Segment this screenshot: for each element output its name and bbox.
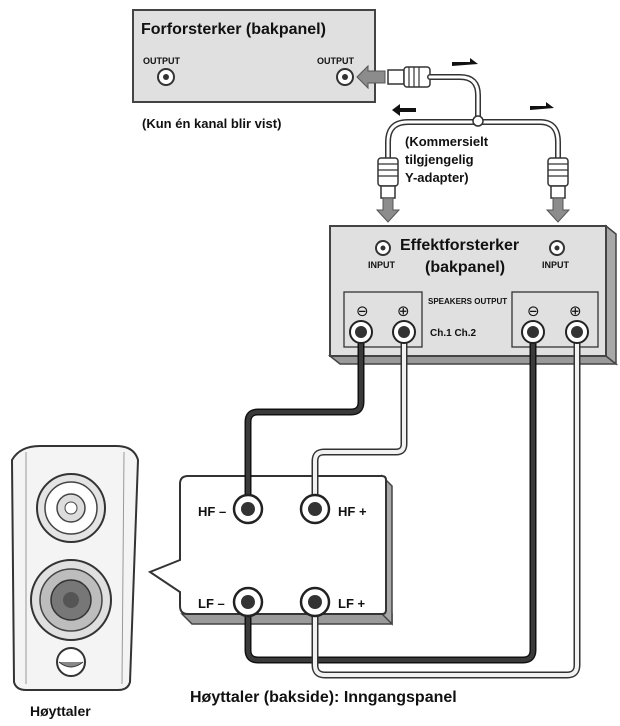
amp-input-right-label: INPUT xyxy=(542,260,570,270)
speakers-output-ch2-box xyxy=(511,291,599,348)
y-adapter-right-plug xyxy=(547,157,569,199)
ch1-plus-terminal xyxy=(392,320,416,344)
preamp-output-right-label: OUTPUT xyxy=(317,56,355,66)
ch1-minus-terminal xyxy=(349,320,373,344)
speakers-output-ch1-box xyxy=(343,291,423,348)
preamp-panel: Forforsterker (bakpanel) OUTPUT OUTPUT xyxy=(132,9,386,103)
speaker-cables xyxy=(244,332,581,679)
channels-label: Ch.1 Ch.2 xyxy=(430,328,477,339)
ch2-plus-terminal xyxy=(565,320,589,344)
hf-minus-terminal xyxy=(232,493,264,525)
speaker-terminals xyxy=(232,493,331,618)
preamp-output-right-jack xyxy=(336,68,354,86)
amp-input-right-jack xyxy=(549,240,565,256)
amp-input-left-jack xyxy=(375,240,391,256)
signal-arrow-left xyxy=(392,104,416,116)
y-adapter-left-plug xyxy=(377,157,399,199)
woofer xyxy=(30,559,112,641)
y-adapter-label-line1: (Kommersielt xyxy=(405,134,489,149)
ch1-minus-symbol: ⊖ xyxy=(356,303,369,320)
preamp-output-left-label: OUTPUT xyxy=(143,56,181,66)
y-adapter xyxy=(377,58,569,199)
lf-minus-label: LF – xyxy=(198,596,225,611)
preamp-output-left-jack xyxy=(157,68,175,86)
power-amp-panel: Effektforsterker (bakpanel) INPUT INPUT … xyxy=(327,224,619,366)
speaker-input-panel: HF – HF + LF – LF + xyxy=(147,474,393,626)
amp-terminals xyxy=(349,320,589,344)
speaker-panel-caption: Høyttaler (bakside): Inngangspanel xyxy=(190,689,457,706)
hf-plus-terminal xyxy=(299,493,331,525)
y-adapter-label-line2: tilgjengelig xyxy=(405,152,474,167)
signal-arrow-right xyxy=(530,102,554,110)
tweeter xyxy=(36,473,106,543)
speaker-cabinet xyxy=(10,445,140,691)
speakers-output-label: SPEAKERS OUTPUT xyxy=(428,297,507,306)
amp-input-left-label: INPUT xyxy=(368,260,396,270)
signal-arrow-top xyxy=(452,58,478,66)
amp-input-left-arrow xyxy=(375,197,401,223)
hf-plus-label: HF + xyxy=(338,504,367,519)
preamp-title: Forforsterker (bakpanel) xyxy=(141,21,326,38)
lf-plus-label: LF + xyxy=(338,596,365,611)
amp-input-right-arrow xyxy=(545,197,571,223)
hf-minus-label: HF – xyxy=(198,504,226,519)
ch2-minus-symbol: ⊖ xyxy=(527,303,540,320)
lf-minus-terminal xyxy=(232,586,264,618)
preamp-input-arrow xyxy=(356,64,386,90)
ch2-minus-terminal xyxy=(521,320,545,344)
bass-port xyxy=(56,647,86,677)
lf-plus-terminal xyxy=(299,586,331,618)
preamp-note: (Kun én kanal blir vist) xyxy=(142,116,281,131)
power-amp-title-line2: (bakpanel) xyxy=(425,259,505,276)
ch2-plus-symbol: ⊕ xyxy=(569,303,582,320)
power-amp-title-line1: Effektforsterker xyxy=(400,237,519,254)
speaker-label: Høyttaler xyxy=(30,703,91,719)
ch1-plus-symbol: ⊕ xyxy=(397,303,410,320)
y-adapter-label-line3: Y-adapter) xyxy=(405,170,469,185)
